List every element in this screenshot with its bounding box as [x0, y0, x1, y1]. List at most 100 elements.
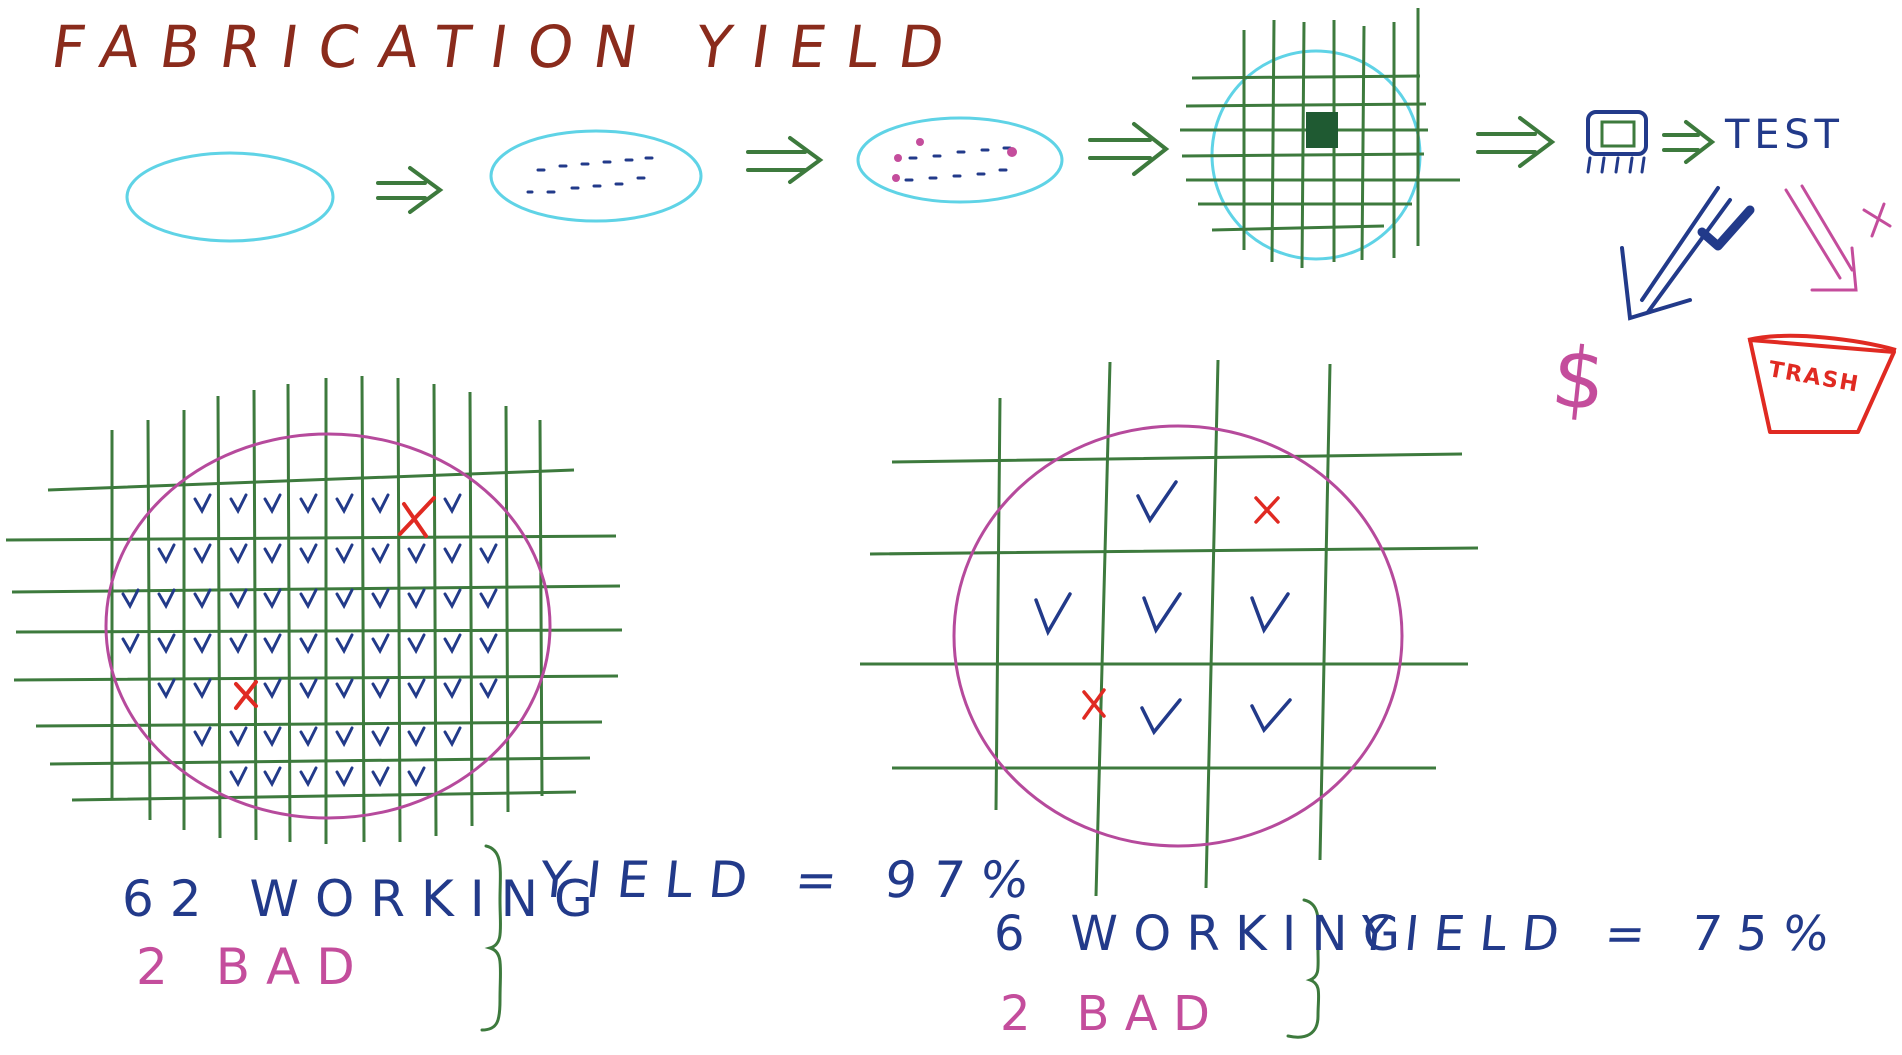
check-icon: [263, 678, 282, 700]
check-icon: [263, 543, 282, 565]
check-icon: [479, 588, 498, 610]
trash-bin-icon: [1747, 333, 1897, 434]
blank-wafer: [125, 151, 335, 243]
check-icon: [443, 543, 462, 565]
check-icon: [335, 633, 354, 655]
check-icon: [263, 588, 282, 610]
check-icon: [157, 543, 176, 565]
check-icon: [299, 588, 318, 610]
check-icon: [407, 633, 426, 655]
check-icon: [371, 588, 390, 610]
check-icon: [443, 493, 462, 515]
check-icon: [229, 633, 248, 655]
check-icon: [157, 678, 176, 700]
arrow-right-icon: [376, 166, 444, 214]
check-icon: [157, 588, 176, 610]
defect-dots: [892, 138, 1017, 182]
check-icon: [299, 766, 318, 788]
large-bad-count: 2 BAD: [136, 938, 371, 996]
check-icon: [229, 543, 248, 565]
dollar-icon: $: [1547, 327, 1638, 433]
large-working-count: 62 WORKING: [122, 870, 609, 928]
large-yield: YIELD = 97%: [536, 851, 1048, 909]
check-icon: [407, 588, 426, 610]
arrow-right-icon: [1662, 120, 1716, 164]
check-icon: [193, 633, 212, 655]
check-icon: [263, 633, 282, 655]
check-icon: [299, 633, 318, 655]
check-icon: [443, 678, 462, 700]
bracket: [1286, 898, 1321, 1039]
check-icon: [121, 633, 140, 655]
check-icon: [479, 678, 498, 700]
check-icon: [335, 766, 354, 788]
check-icon: [335, 543, 354, 565]
check-icon: [229, 766, 248, 788]
check-icon: [407, 678, 426, 700]
check-icon: [371, 543, 390, 565]
check-icon: [479, 633, 498, 655]
arrow-right-icon: [1088, 122, 1170, 176]
check-icon: [299, 678, 318, 700]
check-icon: [371, 493, 390, 515]
diced-wafer: [1180, 8, 1460, 269]
check-icon: [335, 726, 354, 748]
check-icon: [193, 588, 212, 610]
check-icon: [407, 766, 426, 788]
check-icon: [193, 678, 212, 700]
small-bad-count: 2 BAD: [1000, 986, 1226, 1042]
dicing-grid: [5, 375, 623, 844]
check-icon: [335, 493, 354, 515]
bracket: [480, 844, 503, 1032]
check-icon: [193, 543, 212, 565]
check-icon: [407, 543, 426, 565]
wafer-small-example: [860, 359, 1479, 897]
wafer-with-dies: [489, 129, 703, 223]
check-icon: [229, 493, 248, 515]
check-icon: [193, 493, 212, 515]
check-icon: [263, 766, 282, 788]
cross-icon: [398, 496, 436, 538]
check-icon: [121, 493, 498, 788]
cross-icon: [1082, 688, 1106, 720]
check-icon: [121, 588, 140, 610]
fail-arrow-icon: [1784, 184, 1892, 292]
check-icon: [443, 726, 462, 748]
page-title: FABRICATION YIELD: [47, 13, 969, 81]
check-icon: [229, 726, 248, 748]
die-dots: [526, 156, 654, 194]
check-icon: [263, 493, 282, 515]
cross-icon: [1254, 496, 1280, 524]
check-icon: [335, 588, 354, 610]
small-working-count: 6 WORKING: [994, 906, 1416, 962]
test-label: TEST: [1725, 112, 1844, 158]
check-icon: [371, 766, 390, 788]
wafer-large-example: [5, 375, 623, 844]
die-dots: [904, 146, 1012, 182]
check-icon: [299, 726, 318, 748]
check-icon: [299, 543, 318, 565]
check-icon: [371, 633, 390, 655]
check-icon: [443, 633, 462, 655]
check-icon: [371, 726, 390, 748]
selected-die: [1306, 112, 1338, 148]
check-icon: [157, 633, 176, 655]
chip-icon: [1586, 110, 1648, 174]
check-icon: [407, 726, 426, 748]
check-icon: [263, 726, 282, 748]
dicing-grid: [860, 359, 1479, 897]
wafer-with-defects: [856, 116, 1064, 204]
check-icon: [1697, 205, 1755, 251]
check-icon: [1034, 480, 1292, 736]
pass-arrow-icon: [1620, 186, 1732, 321]
cross-icon: [234, 680, 258, 710]
small-yield: YIELD = 75%: [1357, 906, 1847, 962]
check-icon: [229, 588, 248, 610]
check-icon: [299, 493, 318, 515]
check-icon: [193, 726, 212, 748]
check-icon: [479, 543, 498, 565]
arrow-right-icon: [1476, 116, 1556, 168]
check-icon: [443, 588, 462, 610]
arrow-right-icon: [746, 136, 824, 184]
